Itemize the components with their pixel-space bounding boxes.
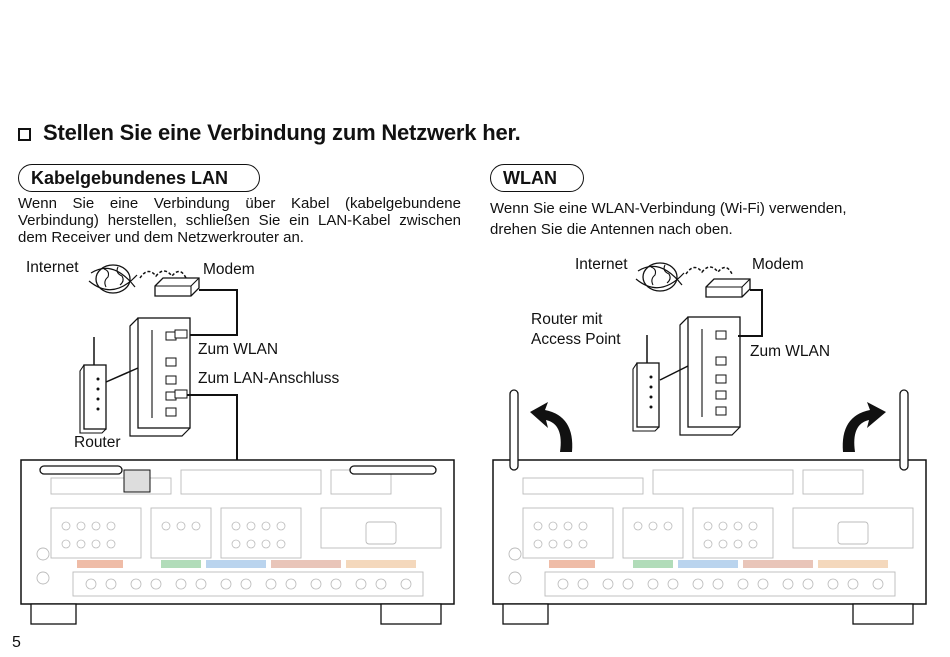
antenna-icon [899,389,909,471]
router-link-line [659,365,689,381]
antenna-icon [39,465,123,475]
antenna-icon [349,465,437,475]
network-router-icon [679,316,741,436]
wlan-to-wlan-label: Zum WLAN [750,343,831,360]
wlan-router-label: Router mit Access Point [531,310,621,350]
plug-icon [174,389,188,399]
receiver-rear-panel-left [20,459,455,625]
receiver-rear-panel-right [492,459,927,625]
plug-icon [174,329,188,339]
checkbox-icon [18,127,31,141]
wired-lan-description: Wenn Sie eine Verbindung über Kabel (kab… [18,195,461,246]
wired-internet-label: Internet [26,259,79,276]
access-point-router-icon [632,334,660,432]
router-link-line [105,367,139,383]
wlan-internet-label: Internet [575,256,628,273]
internet-globe-icon [88,264,138,294]
network-port-icon [123,469,151,493]
internet-link-line [139,270,187,279]
wired-modem-label: Modem [203,261,255,278]
internet-globe-icon [635,262,685,292]
wlan-description-line1: Wenn Sie eine WLAN-Verbindung (Wi-Fi) ve… [490,200,847,217]
modem-cable [190,289,238,336]
wlan-modem-label: Modem [752,256,804,273]
page-number: 5 [12,634,21,651]
wlan-router-label-line1: Router mit [531,311,603,328]
wlan-description: Wenn Sie eine WLAN-Verbindung (Wi-Fi) ve… [490,200,910,238]
wlan-title: WLAN [490,164,584,192]
internet-link-line [685,266,733,275]
modem-cable [738,289,763,337]
wlan-description-line2: drehen Sie die Antennen nach oben. [490,221,733,238]
heading-text: Stellen Sie eine Verbindung zum Netzwerk… [43,120,521,145]
antenna-icon [509,389,519,471]
rotate-arrow-icon [530,402,573,452]
wlan-router-label-line2: Access Point [531,331,621,348]
wired-to-wlan-label: Zum WLAN [198,341,279,358]
modem-icon [705,278,751,298]
wired-to-lan-label: Zum LAN-Anschluss [198,370,340,387]
access-point-router-icon [79,336,107,434]
rotate-arrow-icon [842,402,886,452]
wired-lan-title: Kabelgebundenes LAN [18,164,260,192]
wired-router-label: Router [74,434,121,451]
modem-icon [154,277,200,297]
page-heading: Stellen Sie eine Verbindung zum Netzwerk… [18,120,521,146]
